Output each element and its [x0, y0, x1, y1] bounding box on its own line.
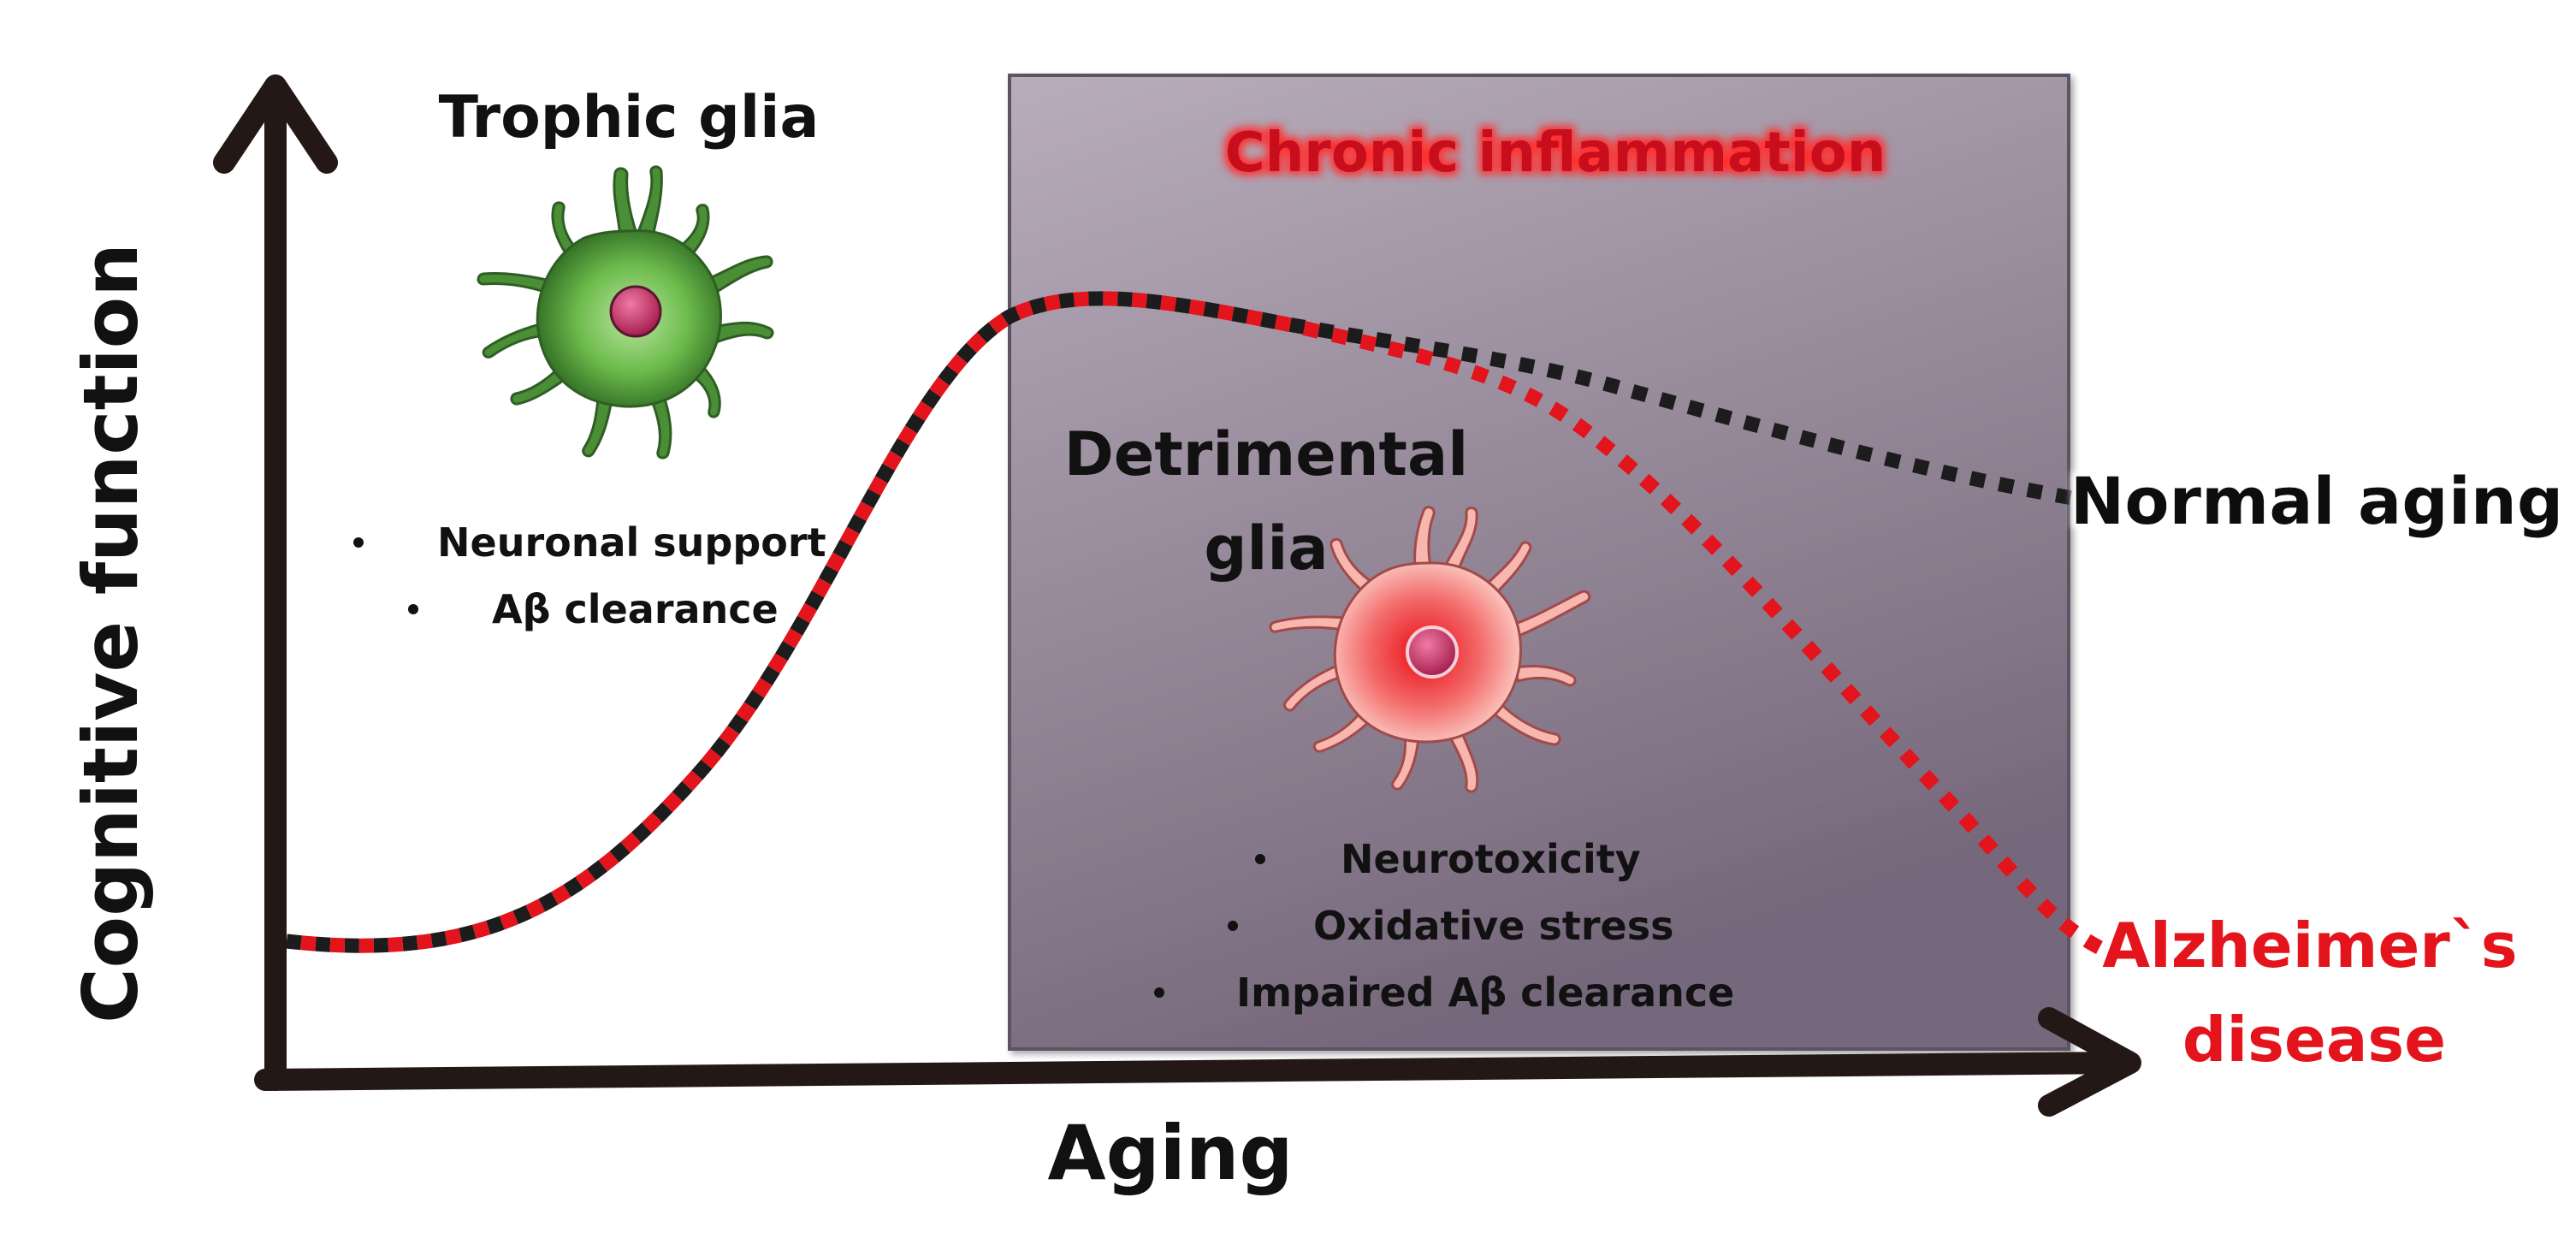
- trophic-bullet-2: Aβ clearance: [492, 586, 779, 632]
- alzheimers-label-line2: disease: [2182, 1004, 2446, 1076]
- detrimental-glia-bullets: Neurotoxicity Oxidative stress Impaired …: [1154, 836, 1734, 1016]
- nucleus-icon: [1406, 625, 1459, 679]
- detrimental-glia-title-line1: Detrimental: [1064, 419, 1469, 489]
- trophic-glia-bullets: Neuronal support Aβ clearance: [353, 519, 826, 632]
- axes: [213, 74, 2141, 1117]
- bullet-dot: [1154, 987, 1164, 998]
- bullet-dot: [408, 604, 418, 614]
- y-axis-label: Cognitive function: [67, 243, 155, 1023]
- alzheimers-label-line1: Alzheimer`s: [2102, 910, 2517, 981]
- trophic-bullet-1: Neuronal support: [437, 519, 826, 566]
- detrimental-bullet-3: Impaired Aβ clearance: [1236, 969, 1734, 1016]
- chronic-inflammation-box: [1008, 74, 2070, 1051]
- x-axis-arrowhead: [2038, 1007, 2141, 1117]
- detrimental-bullet-1: Neurotoxicity: [1341, 836, 1641, 882]
- bullet-dot: [353, 537, 364, 548]
- x-axis-line: [254, 1052, 2133, 1091]
- normal-aging-curve: [286, 291, 2089, 953]
- normal-aging-label: Normal aging: [2070, 463, 2564, 539]
- bullet-dot: [1255, 854, 1265, 864]
- activated-microglia-cell-icon: [1269, 506, 1591, 793]
- alzheimers-curve: [286, 291, 2117, 961]
- detrimental-glia-title-line2: glia: [1204, 513, 1328, 584]
- nucleus-icon: [609, 285, 662, 338]
- x-axis-label: Aging: [1048, 1109, 1294, 1197]
- y-axis-arrowhead: [213, 74, 338, 174]
- detrimental-bullet-2: Oxidative stress: [1313, 903, 1673, 949]
- microglia-cell-icon: [477, 165, 774, 459]
- chronic-inflammation-label: Chronic inflammation: [1225, 122, 1886, 185]
- bullet-dot: [1228, 921, 1238, 931]
- trophic-glia-title: Trophic glia: [439, 84, 820, 151]
